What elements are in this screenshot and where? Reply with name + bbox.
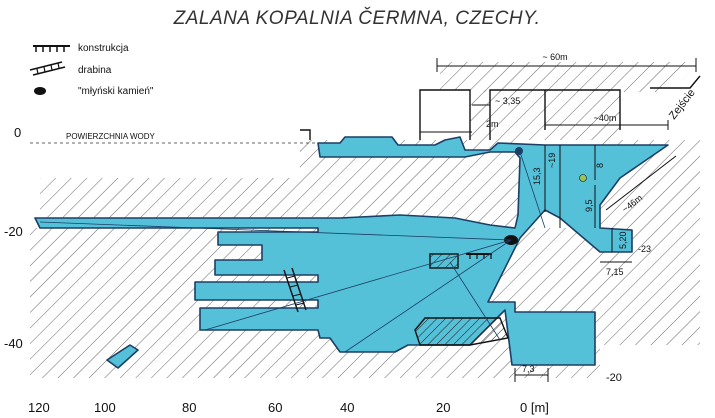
ladder-marker: [283, 267, 307, 313]
flooded-mine-water: [34, 136, 669, 366]
dim-depth-a: 15,3: [532, 167, 542, 185]
dive-routes: [39, 151, 546, 353]
legend-label-millstone: "młyński kamień": [78, 86, 154, 97]
dim-bottom-depth: -20: [606, 372, 622, 384]
x-label: 60: [268, 400, 282, 415]
construction-icon: [33, 45, 70, 52]
dim-chamber-width: ~40m: [594, 113, 617, 123]
water-surface-label: POWIERZCHNIA WODY: [66, 132, 156, 141]
y-axis-labels: 0 -20 -40: [4, 125, 23, 351]
dim-depth-e: 5,20: [618, 231, 628, 249]
x-axis-labels: 120 100 80 60 40 20 0 [m]: [28, 400, 549, 415]
legend-label-construction: konstrukcja: [78, 43, 129, 54]
rock-upper-mid: [300, 140, 520, 228]
diagram-title: ZALANA KOPALNIA ČERMNA, CZECHY.: [173, 7, 541, 29]
bottom-left-outlet: [106, 344, 139, 369]
x-label: 100: [94, 400, 116, 415]
dim-depth-side: -23: [638, 244, 651, 254]
y-label: -20: [4, 224, 23, 239]
submerged-structure-small: [429, 253, 459, 269]
x-label: 120: [28, 400, 50, 415]
legend-label-ladder: drabina: [78, 65, 112, 76]
dim-depth-b: ~19: [547, 153, 557, 168]
green-marker: [579, 174, 587, 182]
dim-depth-c: 8: [595, 163, 605, 168]
legend: konstrukcja drabina "młyński kamień": [29, 43, 154, 97]
shaft-marker: [515, 147, 523, 155]
dim-width-side: 7,15: [606, 267, 624, 277]
dim-top-length: ~ 60m: [542, 52, 567, 62]
rock-left-upper: [40, 178, 300, 220]
x-label: 40: [340, 400, 354, 415]
y-label: -40: [4, 336, 23, 351]
rock-right: [600, 140, 700, 345]
x-label: 0 [m]: [520, 400, 549, 415]
ladder-icon: [29, 61, 66, 76]
dim-step-width: 2m: [486, 119, 499, 129]
y-label: 0: [14, 125, 21, 140]
dimension-lines: [420, 58, 697, 382]
x-label: 20: [436, 400, 450, 415]
submerged-structure-large: [414, 317, 509, 346]
millstone-icon: [34, 87, 46, 95]
entrance-label: Zejście: [667, 87, 698, 122]
left-step: [300, 129, 311, 140]
entrance-edge: [650, 75, 701, 89]
dim-bottom-width: 7,3: [522, 364, 535, 374]
dim-shaft-width: ~ 3,35: [495, 96, 520, 106]
rock-surface-strip: [440, 62, 700, 92]
dim-depth-d: 9,5: [584, 199, 594, 212]
shaft-building: [419, 89, 471, 140]
x-label: 80: [182, 400, 196, 415]
